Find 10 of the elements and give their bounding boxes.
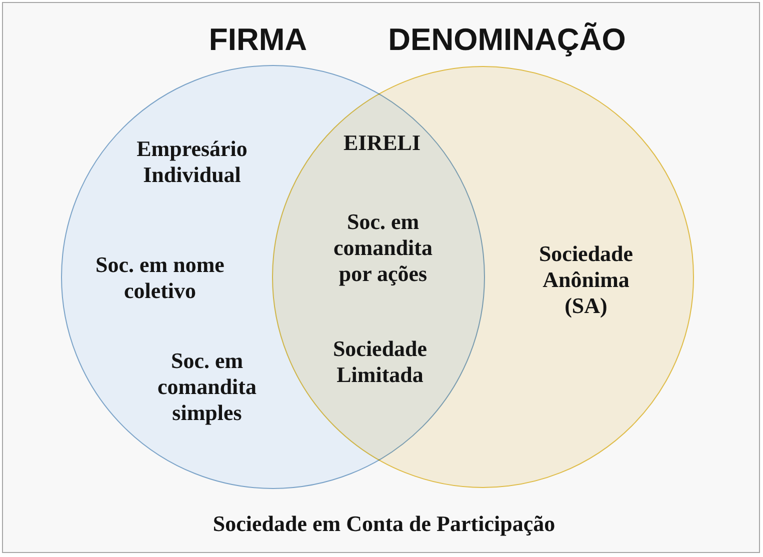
item-label: EIRELI — [342, 130, 422, 156]
set-title: FIRMA — [208, 22, 308, 58]
item-label: Sociedade Limitada — [332, 336, 428, 388]
item-label: Sociedade em Conta de Participação — [212, 511, 556, 537]
set-title: DENOMINAÇÃO — [388, 22, 626, 58]
item-label: Empresário Individual — [136, 136, 248, 188]
item-label: Soc. em nome coletivo — [95, 252, 225, 304]
item-label: Sociedade Anônima (SA) — [538, 241, 634, 319]
item-label: Soc. em comandita por ações — [333, 209, 433, 287]
item-label: Soc. em comandita simples — [157, 348, 257, 426]
